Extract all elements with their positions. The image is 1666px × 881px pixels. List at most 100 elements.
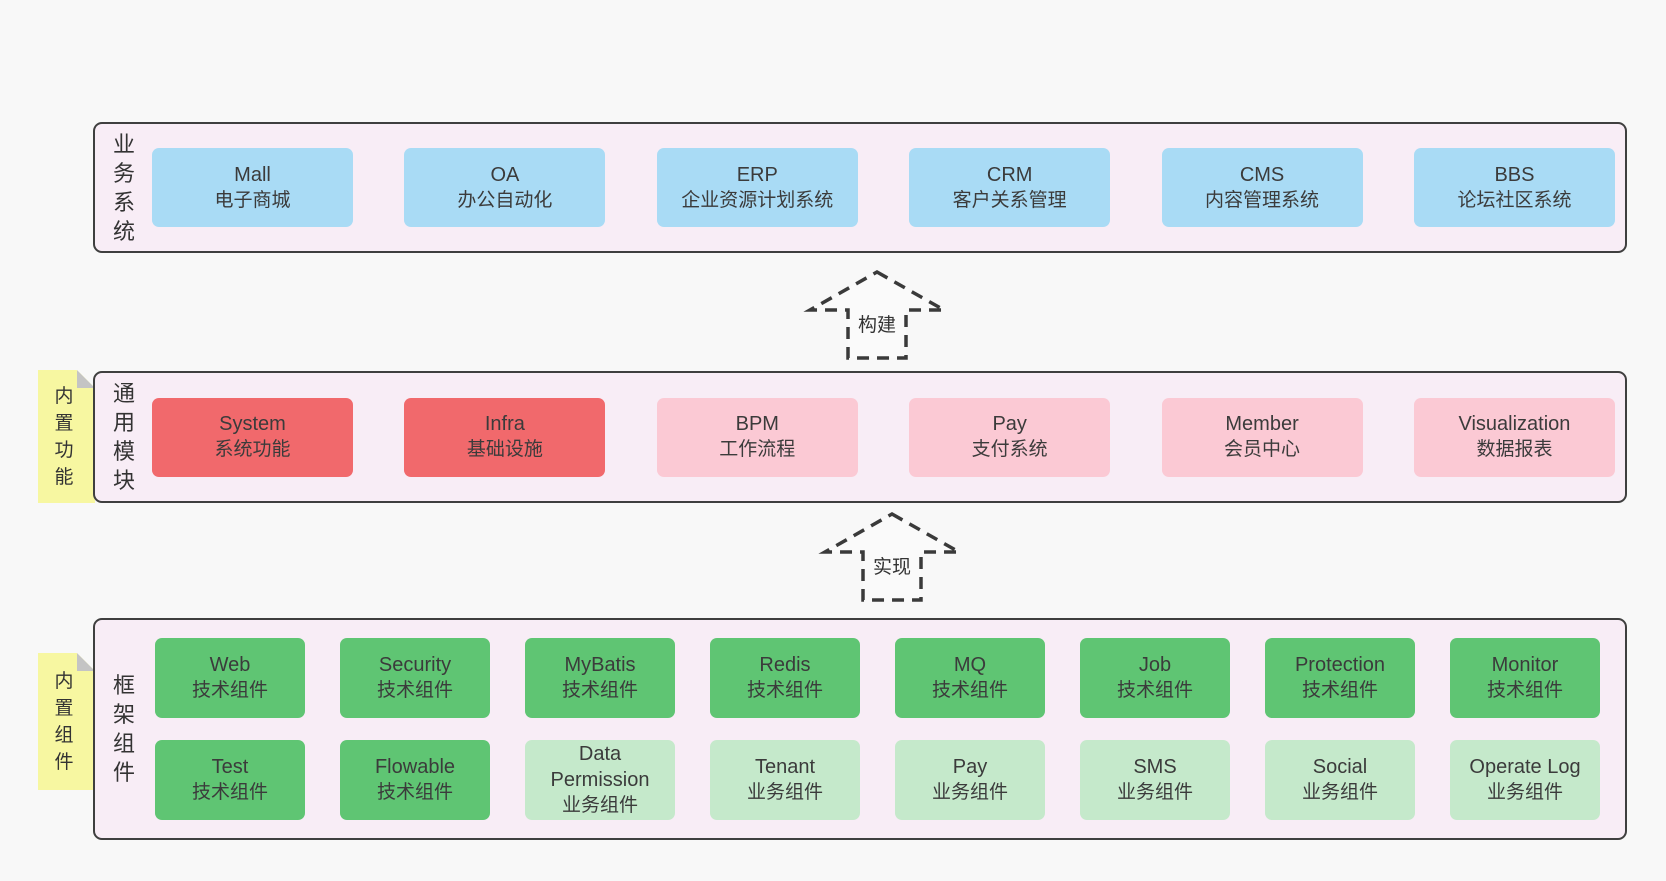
- panel-title-common-modules: 通用模块: [112, 381, 135, 493]
- box-title-zh: 系统功能: [214, 439, 291, 460]
- box-title-zh: 业务组件: [931, 782, 1008, 803]
- box-web: Web 技术组件: [155, 638, 305, 718]
- box-title-zh: 论坛社区系统: [1457, 189, 1572, 211]
- box-mybatis: MyBatis 技术组件: [525, 638, 675, 718]
- box-title-en: Security: [378, 654, 452, 676]
- box-title-en: Infra: [484, 413, 525, 435]
- box-member: Member 会员中心: [1161, 397, 1363, 477]
- box-title-en: MQ: [953, 654, 987, 676]
- box-title-en: SMS: [1133, 756, 1177, 778]
- box-title-zh: 会员中心: [1224, 439, 1301, 460]
- framework-components-panel: 框架组件 Web 技术组件 Security 技术组件 MyBatis 技术组件…: [93, 618, 1627, 840]
- box-title-zh: 技术组件: [931, 680, 1008, 701]
- box-protection: Protection 技术组件: [1265, 638, 1415, 718]
- box-system: System 系统功能: [152, 397, 353, 477]
- box-oa: OA 办公自动化: [404, 148, 606, 227]
- box-title-en: Redis: [759, 654, 811, 676]
- box-monitor: Monitor 技术组件: [1450, 638, 1600, 718]
- panel-title-business-systems: 业务系统: [112, 131, 135, 244]
- box-flowable: Flowable 技术组件: [340, 740, 490, 820]
- common-modules-panel: 通用模块 System 系统功能 Infra 基础设施 BPM 工作流程 Pay…: [93, 371, 1627, 503]
- box-operate-log: Operate Log 业务组件: [1450, 740, 1600, 820]
- box-cms: CMS 内容管理系统: [1161, 148, 1363, 227]
- box-title-en: Pay: [952, 756, 988, 778]
- box-security: Security 技术组件: [340, 638, 490, 718]
- box-bpm: BPM 工作流程: [656, 397, 858, 477]
- components-rows: Web 技术组件 Security 技术组件 MyBatis 技术组件 Redi…: [153, 638, 1600, 820]
- box-mall: Mall 电子商城: [152, 148, 353, 227]
- panel-title-framework-components: 框架组件: [112, 673, 135, 785]
- box-title-en: CRM: [986, 163, 1033, 186]
- box-title-zh: 客户关系管理: [952, 189, 1067, 211]
- box-title-en: Data: [578, 743, 622, 765]
- box-title-zh: 技术组件: [561, 680, 638, 701]
- box-title-zh: 内容管理系统: [1205, 189, 1320, 211]
- box-title-en: Mall: [234, 163, 271, 186]
- box-title-zh: 技术组件: [1301, 680, 1378, 701]
- components-box-row-1: Web 技术组件 Security 技术组件 MyBatis 技术组件 Redi…: [155, 638, 1600, 718]
- box-title-zh: 工作流程: [719, 439, 796, 460]
- box-title-en: Member: [1225, 413, 1299, 435]
- business-systems-panel: 业务系统 Mall 电子商城 OA 办公自动化 ERP 企业资源计划系统 CRM…: [93, 122, 1627, 253]
- box-pay-business: Pay 业务组件: [895, 740, 1045, 820]
- box-title-zh: 企业资源计划系统: [681, 189, 834, 211]
- box-title-zh: 办公自动化: [457, 189, 553, 211]
- box-test: Test 技术组件: [155, 740, 305, 820]
- implement-arrow: 实现: [817, 508, 967, 604]
- box-bbs: BBS 论坛社区系统: [1413, 148, 1615, 227]
- box-erp: ERP 企业资源计划系统: [656, 148, 858, 227]
- box-title-en: Permission: [550, 769, 650, 791]
- box-title-en: Flowable: [374, 756, 456, 778]
- box-title-en: Pay: [992, 413, 1027, 435]
- box-pay: Pay 支付系统: [909, 397, 1111, 477]
- box-redis: Redis 技术组件: [710, 638, 860, 718]
- box-tenant: Tenant 业务组件: [710, 740, 860, 820]
- box-mq: MQ 技术组件: [895, 638, 1045, 718]
- implement-arrow-label: 实现: [869, 552, 915, 579]
- box-title-zh: 业务组件: [1116, 782, 1193, 803]
- build-arrow: 构建: [802, 266, 952, 362]
- box-title-en: Social: [1312, 756, 1368, 778]
- box-title-zh: 技术组件: [191, 782, 268, 803]
- box-visualization: Visualization 数据报表: [1413, 397, 1615, 477]
- components-box-row-2: Test 技术组件 Flowable 技术组件 Data Permission …: [155, 740, 1600, 820]
- box-title-zh: 业务组件: [561, 795, 638, 816]
- build-arrow-label: 构建: [854, 310, 900, 337]
- box-title-zh: 基础设施: [466, 439, 543, 460]
- box-title-zh: 技术组件: [746, 680, 823, 701]
- box-title-zh: 电子商城: [214, 189, 291, 211]
- box-title-en: OA: [490, 163, 520, 186]
- box-title-en: Monitor: [1491, 654, 1559, 676]
- sticky-label: 内置组件: [54, 670, 74, 773]
- box-infra: Infra 基础设施: [404, 397, 606, 477]
- modules-box-row: System 系统功能 Infra 基础设施 BPM 工作流程 Pay 支付系统…: [152, 397, 1615, 477]
- box-title-en: Tenant: [754, 756, 816, 778]
- box-sms: SMS 业务组件: [1080, 740, 1230, 820]
- sticky-note-built-in-components: 内置组件: [38, 653, 95, 790]
- box-title-en: Test: [211, 756, 249, 778]
- business-box-row: Mall 电子商城 OA 办公自动化 ERP 企业资源计划系统 CRM 客户关系…: [152, 148, 1615, 227]
- box-title-zh: 业务组件: [746, 782, 823, 803]
- box-title-zh: 技术组件: [1116, 680, 1193, 701]
- box-social: Social 业务组件: [1265, 740, 1415, 820]
- box-title-zh: 技术组件: [1486, 680, 1563, 701]
- box-title-zh: 业务组件: [1301, 782, 1378, 803]
- box-title-zh: 技术组件: [191, 680, 268, 701]
- sticky-label: 内置功能: [54, 385, 74, 488]
- box-title-en: Web: [209, 654, 251, 676]
- box-title-en: Operate Log: [1469, 756, 1581, 778]
- box-title-zh: 支付系统: [971, 439, 1048, 460]
- box-title-en: System: [219, 413, 286, 435]
- sticky-note-built-in-features: 内置功能: [38, 370, 95, 503]
- box-title-zh: 技术组件: [376, 680, 453, 701]
- box-title-en: Protection: [1294, 654, 1386, 676]
- box-title-en: MyBatis: [564, 654, 636, 676]
- box-title-en: BPM: [735, 413, 779, 435]
- box-title-en: Job: [1138, 654, 1172, 676]
- box-title-en: Visualization: [1458, 413, 1571, 435]
- box-title-en: BBS: [1494, 163, 1535, 186]
- box-job: Job 技术组件: [1080, 638, 1230, 718]
- box-crm: CRM 客户关系管理: [909, 148, 1111, 227]
- box-title-zh: 技术组件: [376, 782, 453, 803]
- box-title-zh: 业务组件: [1486, 782, 1563, 803]
